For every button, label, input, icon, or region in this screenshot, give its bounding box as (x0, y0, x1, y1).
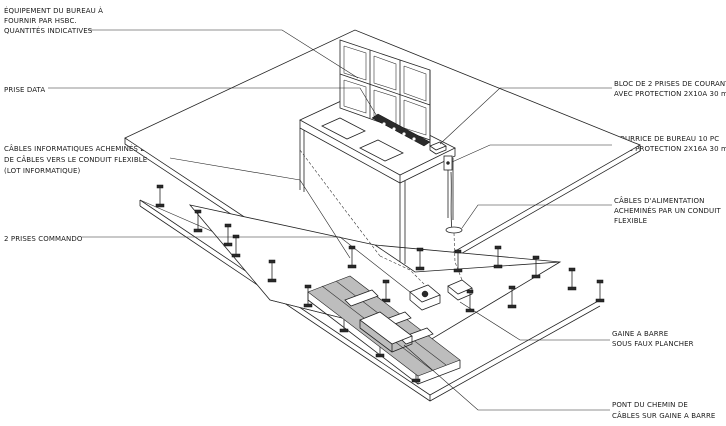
label-busbar: GAINE A BARRE SOUS FAUX PLANCHER (612, 330, 694, 348)
pedestal (193, 209, 203, 233)
label-it-cables: CÂBLES INFORMATIQUES ACHEMINÉS DU CHEMIN… (4, 144, 182, 175)
dashed-cable-paths (379, 232, 463, 286)
label-power-block-line-1: BLOC DE 2 PRISES DE COURANTS (614, 80, 726, 88)
pedestal (595, 279, 605, 303)
label-power-block-line-2: AVEC PROTECTION 2X10A 30 mA (614, 90, 726, 98)
label-data-socket-line-1: PRISE DATA (4, 86, 45, 94)
label-power-cables-line-2: ACHEMINÉS PAR UN CONDUIT (614, 206, 721, 215)
leader-lines (48, 29, 612, 411)
pedestal (155, 184, 165, 208)
label-busbar-line-2: SOUS FAUX PLANCHER (612, 340, 694, 348)
label-power-cables-line-1: CÂBLES D'ALIMENTATION (614, 196, 704, 205)
pedestal (531, 255, 541, 279)
pedestal (415, 247, 425, 271)
cable-tray-bridge (359, 311, 413, 353)
pedestal (347, 245, 357, 269)
label-it-cables-line-2: DE CÂBLES VERS LE CONDUIT FLEXIBLE (4, 155, 147, 164)
label-power-cables: CÂBLES D'ALIMENTATION ACHEMINÉS PAR UN C… (614, 196, 721, 225)
pedestal (493, 245, 503, 269)
label-power-block: BLOC DE 2 PRISES DE COURANTS AVEC PROTEC… (614, 80, 726, 98)
label-desk-feeder-line-2: AVEC PROTECTION 2X16A 30 mA (614, 145, 726, 153)
desk-feeder-device (443, 155, 453, 171)
label-bridge-line-1: PONT DU CHEMIN DE (612, 401, 688, 409)
pedestal (507, 285, 517, 309)
command-sockets-device (409, 279, 473, 311)
label-command-sockets-line-1: 2 PRISES COMMANDO (4, 235, 83, 243)
floor-opening (188, 204, 562, 341)
label-equipment-line-1: ÉQUIPEMENT DU BUREAU À (4, 6, 103, 15)
label-data-socket: PRISE DATA (4, 86, 45, 94)
pedestal (381, 279, 391, 303)
power-block-device (429, 141, 447, 155)
label-desk-feeder: NOURRICE DE BUREAU 10 PC AVEC PROTECTION… (614, 135, 726, 153)
pedestal (567, 267, 577, 291)
label-equipment-line-2: FOURNIR PAR HSBC. (4, 17, 77, 25)
label-busbar-line-1: GAINE A BARRE (612, 330, 668, 338)
flexible-conduit (299, 149, 463, 257)
pedestal (465, 289, 475, 313)
pedestal (223, 223, 233, 247)
pedestal (267, 259, 277, 283)
label-desk-feeder-line-1: NOURRICE DE BUREAU 10 PC (614, 135, 719, 143)
monitor-wall (339, 39, 431, 146)
pedestals (155, 184, 605, 383)
label-bridge: PONT DU CHEMIN DE CÂBLES SUR GAINE A BAR… (612, 401, 715, 420)
label-it-cables-line-1: CÂBLES INFORMATIQUES ACHEMINÉS DU CHEMIN (4, 144, 182, 153)
label-it-cables-line-3: (LOT INFORMATIQUE) (4, 167, 80, 175)
label-equipment: ÉQUIPEMENT DU BUREAU À FOURNIR PAR HSBC.… (4, 6, 103, 35)
label-command-sockets: 2 PRISES COMMANDO (4, 235, 83, 243)
label-equipment-line-3: QUANTITÉS INDICATIVES (4, 26, 93, 35)
pedestal (231, 234, 241, 258)
label-power-cables-line-3: FLEXIBLE (614, 217, 647, 225)
data-socket-rail (371, 113, 431, 147)
label-bridge-line-2: CÂBLES SUR GAINE A BARRE (612, 411, 715, 420)
